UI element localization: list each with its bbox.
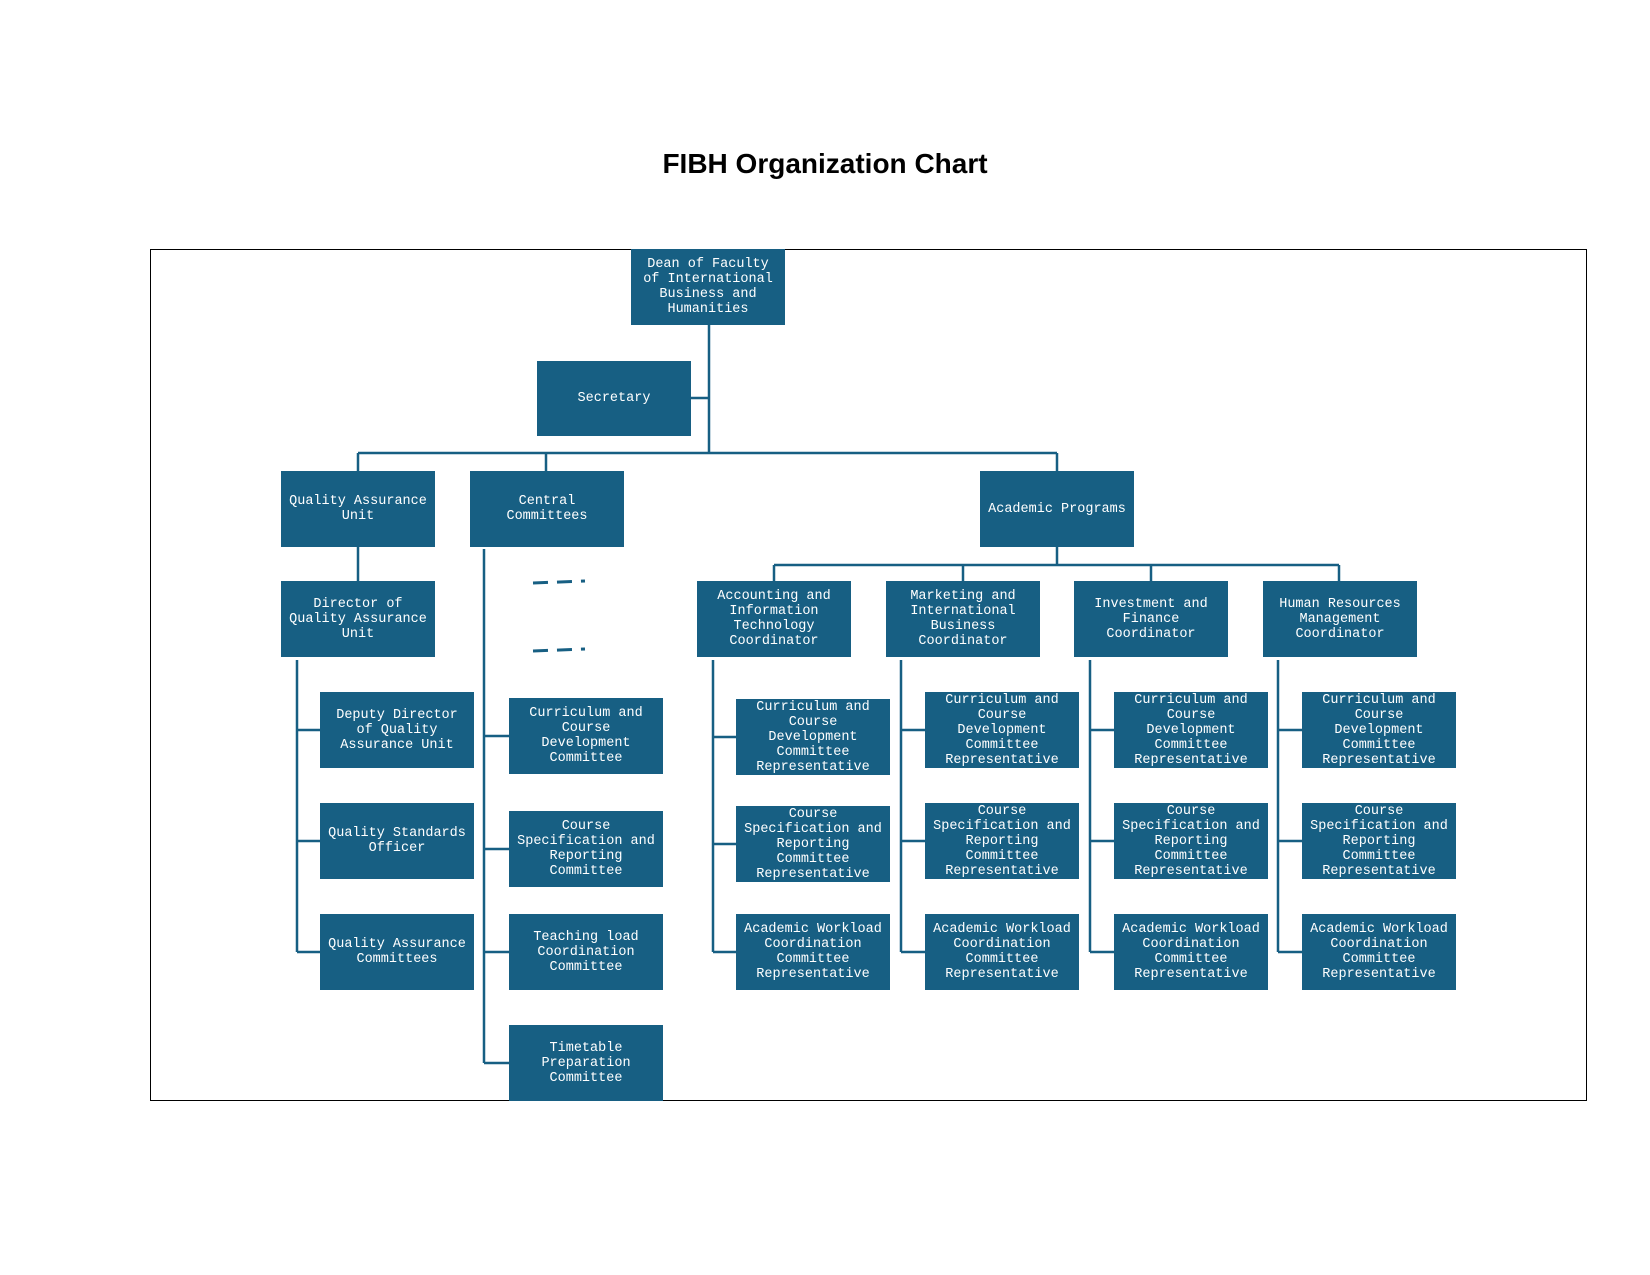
node-inv-rep-course-spec[interactable]: Course Specification and Reporting Commi… [1114,803,1268,879]
node-academic-programs[interactable]: Academic Programs [980,471,1134,547]
node-acc-rep-course-spec[interactable]: Course Specification and Reporting Commi… [736,806,890,882]
node-mkt-rep-course-spec[interactable]: Course Specification and Reporting Commi… [925,803,1079,879]
page-title: FIBH Organization Chart [662,148,988,179]
node-inv-rep-workload[interactable]: Academic Workload Coordination Committee… [1114,914,1268,990]
node-hr-rep-workload[interactable]: Academic Workload Coordination Committee… [1302,914,1456,990]
node-cc-teaching-load[interactable]: Teaching load Coordination Committee [509,914,663,990]
node-inv-rep-curriculum[interactable]: Curriculum and Course Development Commit… [1114,692,1268,768]
chart-frame [150,249,1587,1101]
connector-inv-spine [1088,660,1114,954]
node-qa-unit[interactable]: Quality Assurance Unit [281,471,435,547]
node-dean[interactable]: Dean of Faculty of International Busines… [631,249,785,325]
node-coord-investment[interactable]: Investment and Finance Coordinator [1074,581,1228,657]
node-qa-committees[interactable]: Quality Assurance Committees [320,914,474,990]
node-mkt-rep-workload[interactable]: Academic Workload Coordination Committee… [925,914,1079,990]
connector-acc-spine [711,660,736,954]
node-coord-accounting[interactable]: Accounting and Information Technology Co… [697,581,851,657]
node-mkt-rep-curriculum[interactable]: Curriculum and Course Development Commit… [925,692,1079,768]
connector-mkt-spine [899,660,925,954]
node-cc-course-spec[interactable]: Course Specification and Reporting Commi… [509,811,663,887]
dashed-placeholder-1 [532,579,586,585]
node-acc-rep-workload[interactable]: Academic Workload Coordination Committee… [736,914,890,990]
connector-hr-spine [1276,660,1302,954]
node-central-committees[interactable]: Central Committees [470,471,624,547]
node-hr-rep-course-spec[interactable]: Course Specification and Reporting Commi… [1302,803,1456,879]
node-qa-deputy[interactable]: Deputy Director of Quality Assurance Uni… [320,692,474,768]
node-hr-rep-curriculum[interactable]: Curriculum and Course Development Commit… [1302,692,1456,768]
node-secretary[interactable]: Secretary [537,361,691,436]
dashed-placeholder-2 [532,647,586,653]
node-coord-marketing[interactable]: Marketing and International Business Coo… [886,581,1040,657]
node-cc-timetable[interactable]: Timetable Preparation Committee [509,1025,663,1101]
node-coord-hr[interactable]: Human Resources Management Coordinator [1263,581,1417,657]
node-qa-director[interactable]: Director of Quality Assurance Unit [281,581,435,657]
node-acc-rep-curriculum[interactable]: Curriculum and Course Development Commit… [736,699,890,775]
node-qa-standards-officer[interactable]: Quality Standards Officer [320,803,474,879]
node-cc-curriculum[interactable]: Curriculum and Course Development Commit… [509,698,663,774]
